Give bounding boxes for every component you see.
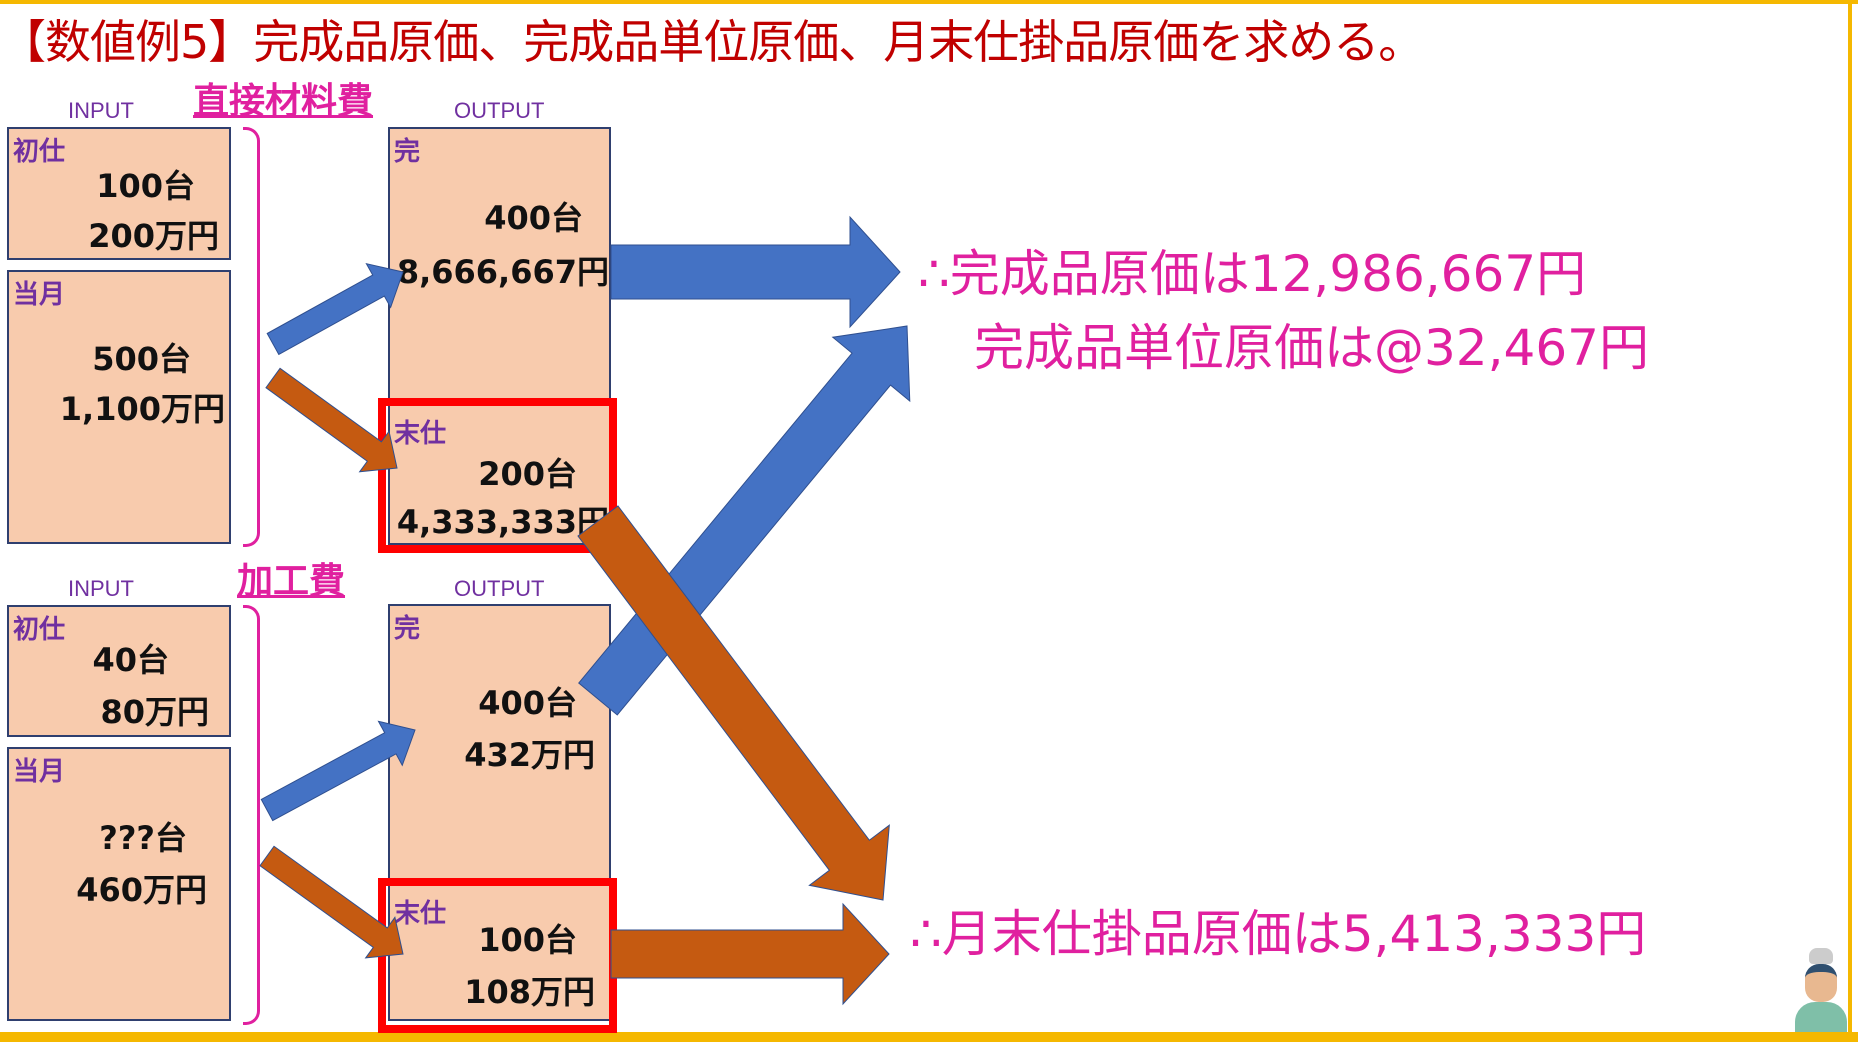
cat-icon bbox=[1809, 948, 1833, 964]
frame-right bbox=[1848, 0, 1852, 1042]
material-current-box: 当月 500台 1,100万円 bbox=[7, 270, 231, 544]
arrow-material-completed-to-result bbox=[610, 215, 901, 329]
cost: 460万円 bbox=[76, 871, 207, 909]
arrow-material-ending-to-result bbox=[577, 505, 890, 901]
units: 100台 bbox=[478, 921, 577, 959]
input-label: INPUT bbox=[68, 576, 134, 601]
units: 200台 bbox=[478, 455, 577, 493]
conversion-current-box: 当月 ???台 460万円 bbox=[7, 747, 231, 1021]
box-label: 当月 bbox=[13, 280, 66, 310]
material-bracket bbox=[243, 127, 260, 547]
body bbox=[1795, 1002, 1847, 1032]
completed-cost-result: ∴完成品原価は12,986,667円 bbox=[918, 245, 1587, 303]
conversion-section-title: 加工費 bbox=[237, 561, 346, 602]
cost: 108万円 bbox=[464, 973, 595, 1011]
units: 40台 bbox=[92, 641, 169, 679]
units: 500台 bbox=[92, 340, 191, 378]
slide-title: 【数値例5】完成品原価、完成品単位原価、月末仕掛品原価を求める。 bbox=[0, 15, 1424, 69]
face bbox=[1805, 964, 1837, 1002]
conversion-bracket bbox=[243, 605, 260, 1025]
units: 400台 bbox=[484, 199, 583, 237]
presenter-avatar bbox=[1795, 948, 1847, 1032]
material-ending-box: 末仕 200台 4,333,333円 bbox=[388, 403, 611, 545]
frame-top bbox=[0, 0, 1858, 4]
input-label: INPUT bbox=[68, 98, 134, 123]
arrow-conversion-to-ending bbox=[259, 845, 404, 959]
box-label: 初仕 bbox=[13, 137, 66, 167]
box-label: 末仕 bbox=[394, 419, 447, 449]
cost: 8,666,667円 bbox=[396, 253, 609, 291]
box-label: 初仕 bbox=[13, 615, 66, 645]
cost: 200万円 bbox=[88, 217, 219, 255]
unit-cost-result: 完成品単位原価は@32,467円 bbox=[974, 319, 1649, 377]
material-completed-box: 完 400台 8,666,667円 bbox=[388, 127, 611, 405]
ending-wip-result: ∴月末仕掛品原価は5,413,333円 bbox=[910, 905, 1647, 963]
arrow-conversion-ending-to-result bbox=[610, 902, 890, 1006]
box-label: 当月 bbox=[13, 757, 66, 787]
units: 400台 bbox=[478, 684, 577, 722]
box-label: 完 bbox=[394, 614, 421, 644]
cost: 1,100万円 bbox=[59, 390, 225, 428]
arrow-conversion-to-completed bbox=[260, 720, 416, 822]
box-label: 完 bbox=[394, 137, 421, 167]
highlight-frame bbox=[378, 398, 617, 553]
cost: 80万円 bbox=[100, 693, 209, 731]
box-label: 末仕 bbox=[394, 899, 447, 929]
conversion-beginning-box: 初仕 40台 80万円 bbox=[7, 605, 231, 737]
units: 100台 bbox=[96, 167, 195, 205]
cost: 4,333,333円 bbox=[396, 503, 609, 541]
conversion-ending-box: 末仕 100台 108万円 bbox=[388, 883, 611, 1021]
arrow-material-to-completed bbox=[266, 262, 404, 356]
frame-bottom bbox=[0, 1032, 1858, 1042]
arrow-material-to-ending bbox=[265, 367, 398, 473]
output-label: OUTPUT bbox=[454, 98, 545, 123]
cost: 432万円 bbox=[464, 736, 595, 774]
material-section-title: 直接材料費 bbox=[193, 81, 374, 122]
material-beginning-box: 初仕 100台 200万円 bbox=[7, 127, 231, 260]
output-label: OUTPUT bbox=[454, 576, 545, 601]
units: ???台 bbox=[99, 819, 187, 857]
